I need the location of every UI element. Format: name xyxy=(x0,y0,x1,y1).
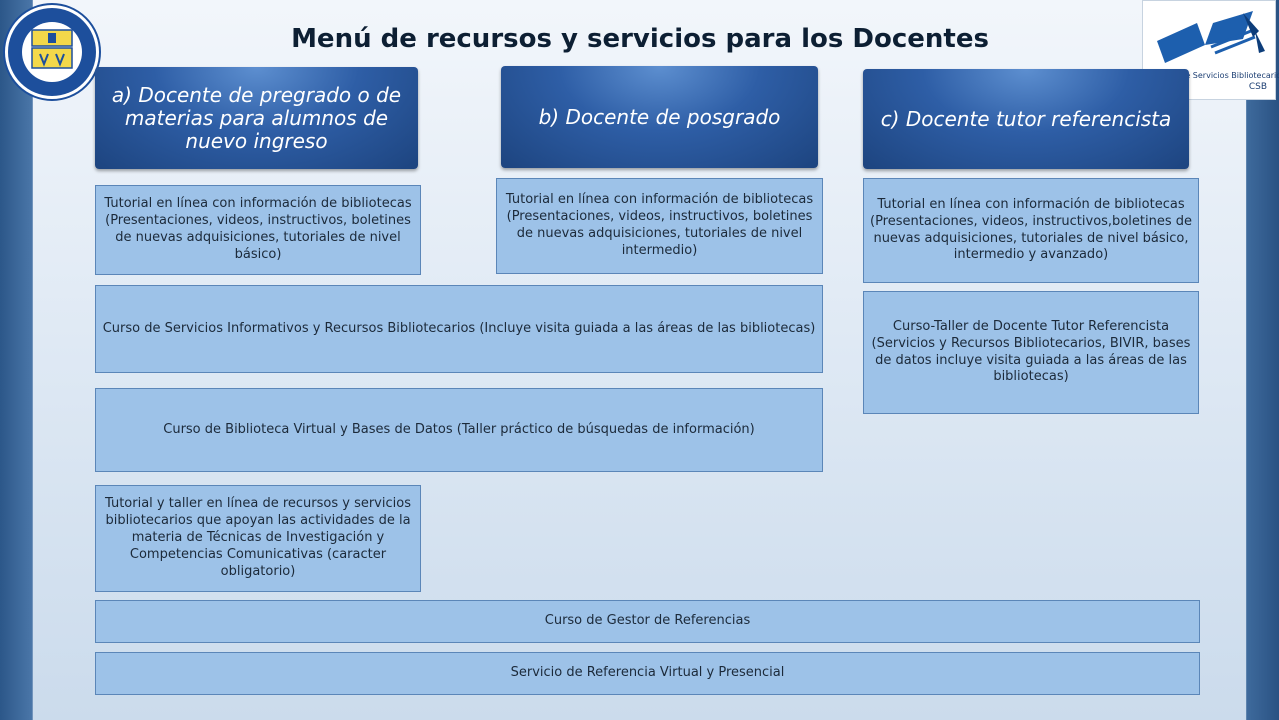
box-curso-biblioteca-virtual: Curso de Biblioteca Virtual y Bases de D… xyxy=(95,388,823,472)
box-tutorial-basico: Tutorial en línea con información de bib… xyxy=(95,185,421,275)
csb-abbreviation: CSB xyxy=(1248,82,1267,92)
box-tutorial-intermedio: Tutorial en línea con información de bib… xyxy=(496,178,823,274)
box-servicio-referencia: Servicio de Referencia Virtual y Presenc… xyxy=(95,652,1200,695)
csb-name: Centro de Servicios Bibliotecarios xyxy=(1151,71,1279,80)
box-tutorial-taller: Tutorial y taller en línea de recursos y… xyxy=(95,485,421,592)
header-docente-tutor: c) Docente tutor referencista xyxy=(863,69,1189,169)
university-seal-logo xyxy=(2,2,102,102)
box-curso-taller-tutor: Curso-Taller de Docente Tutor Referencis… xyxy=(863,291,1199,414)
book-icon xyxy=(1157,11,1265,63)
header-docente-posgrado: b) Docente de posgrado xyxy=(501,66,818,168)
box-curso-servicios: Curso de Servicios Informativos y Recurs… xyxy=(95,285,823,373)
box-curso-gestor: Curso de Gestor de Referencias xyxy=(95,600,1200,643)
header-docente-pregrado: a) Docente de pregrado o de materias par… xyxy=(95,67,418,169)
page-title: Menú de recursos y servicios para los Do… xyxy=(291,24,989,54)
box-tutorial-avanzado: Tutorial en línea con información de bib… xyxy=(863,178,1199,283)
